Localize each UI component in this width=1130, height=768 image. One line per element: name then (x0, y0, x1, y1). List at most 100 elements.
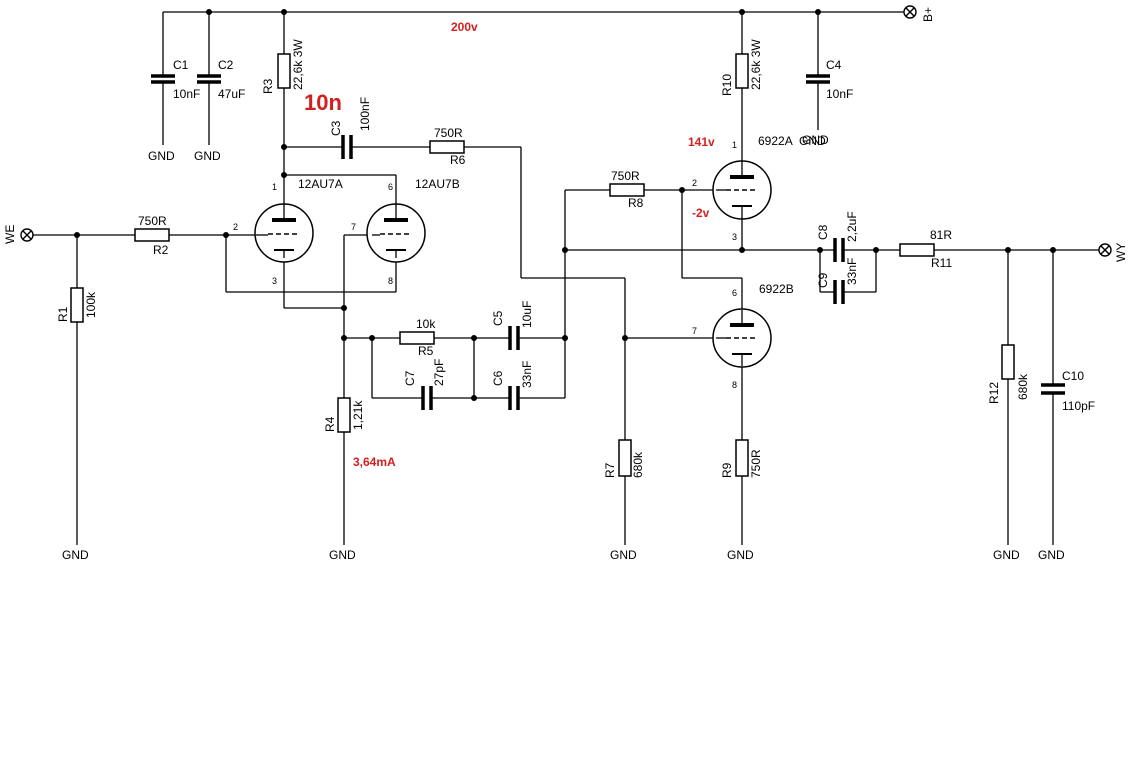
junctions (74, 9, 1056, 401)
c8-ref: C8 (816, 224, 830, 240)
c1-ref: C1 (173, 58, 189, 72)
output-connector (1098, 243, 1112, 257)
r12-value: 680k (1016, 373, 1030, 400)
pin-v1b-cathode: 8 (388, 276, 393, 286)
resistor-r7 (618, 439, 632, 477)
resistor-r4 (337, 397, 351, 433)
tube-v2b-label: 6922B (759, 282, 794, 296)
pin-v1b-grid: 7 (351, 222, 356, 232)
r11-ref: R11 (931, 256, 952, 270)
input-connector (20, 228, 34, 242)
r9-ref: R9 (720, 462, 734, 478)
c7-ref: C7 (403, 370, 417, 386)
resistor-r2 (134, 228, 170, 242)
capacitor-c7 (421, 386, 433, 410)
capacitor-c9 (833, 280, 845, 304)
tube-v2a-label: 6922A (758, 134, 793, 148)
resistor-r12 (1001, 344, 1015, 380)
capacitor-c4 (806, 74, 830, 84)
tube-v2a (712, 160, 772, 220)
r3-ref: R3 (261, 78, 275, 94)
b-plus-label: B+ (921, 7, 935, 22)
r2-ref: R2 (153, 243, 169, 257)
resistor-r8 (609, 183, 645, 197)
pin-v2b-grid: 7 (692, 326, 697, 336)
r7-value: 680k (631, 451, 645, 478)
r7-ref: R7 (603, 462, 617, 478)
pin-v1a-cathode: 3 (272, 276, 277, 286)
r3-value: 22,6k 3W (291, 39, 305, 90)
capacitor-c5 (508, 326, 520, 350)
pin-v1b-plate: 6 (388, 182, 393, 192)
r10-value: 22,6k 3W (749, 39, 763, 90)
r4-ref: R4 (323, 416, 337, 432)
r10-ref: R10 (720, 74, 734, 96)
c3-ref: C3 (329, 120, 343, 136)
gnd-label-c2: GND (194, 149, 221, 163)
supply-voltage-label: 200v (451, 20, 478, 34)
r9-value: 750R (749, 449, 763, 478)
resistor-r9 (735, 439, 749, 477)
resistor-r6 (429, 140, 465, 154)
c1-value: 10nF (173, 87, 200, 101)
capacitor-c6 (508, 386, 520, 410)
c6-value: 33nF (520, 361, 534, 388)
tube-v1b-label: 12AU7B (415, 177, 460, 191)
input-label: WE (3, 225, 17, 244)
pin-v2a-cathode: 3 (732, 232, 737, 242)
b-plus-connector (903, 5, 917, 19)
c9-ref: C9 (816, 272, 830, 288)
c3-note: 10n (304, 90, 342, 115)
capacitor-c8 (833, 238, 845, 262)
tube-v2b (712, 308, 772, 368)
c9-value: 33nF (845, 258, 859, 285)
cathode-current-label: 3,64mA (353, 455, 396, 469)
pin-v2b-plate: 6 (732, 288, 737, 298)
c5-ref: C5 (491, 310, 505, 326)
capacitor-c3 (341, 135, 353, 159)
capacitor-c1 (151, 74, 175, 84)
resistor-r3 (277, 53, 291, 89)
tube-v1b (366, 200, 426, 263)
r12-ref: R12 (987, 382, 1001, 404)
r11-value: 81R (930, 228, 952, 242)
pin-v2b-cathode: 8 (732, 380, 737, 390)
tube-v1a-label: 12AU7A (298, 177, 343, 191)
c5-value: 10uF (520, 301, 534, 328)
c8-value: 2,2uF (845, 211, 859, 242)
r2-value: 750R (138, 214, 167, 228)
grid-voltage-label: -2v (692, 206, 710, 220)
r1-value: 100k (84, 291, 98, 318)
r4-value: 1,21k (351, 400, 365, 430)
r5-value: 10k (416, 317, 436, 331)
r1-ref: R1 (56, 306, 70, 322)
pin-v2a-grid: 2 (692, 178, 697, 188)
c2-value: 47uF (218, 87, 245, 101)
c10-ref: C10 (1062, 369, 1084, 383)
gnd-label-c10: GND (1038, 548, 1065, 562)
resistor-r11 (899, 243, 935, 257)
r5-ref: R5 (418, 344, 434, 358)
pin-v1a-grid: 2 (233, 222, 238, 232)
c3-value: 100nF (358, 97, 372, 131)
pin-v1a-plate: 1 (272, 182, 277, 192)
gnd-label-c1: GND (148, 149, 175, 163)
c10-value: 110pF (1062, 399, 1095, 413)
resistor-r1 (70, 287, 84, 323)
resistor-r5 (399, 331, 435, 345)
gnd-label-r4: GND (329, 548, 356, 562)
gnd-label-c4: GND (802, 133, 829, 147)
resistor-r10 (735, 53, 749, 89)
output-label: WY (1114, 243, 1128, 262)
gnd-label-r1: GND (62, 548, 89, 562)
c2-ref: C2 (218, 58, 234, 72)
tube-v1a (254, 198, 314, 263)
c7-value: 27pF (432, 359, 446, 386)
capacitor-c2 (197, 74, 221, 84)
gnd-label-r12: GND (993, 548, 1020, 562)
gnd-label-r9: GND (727, 548, 754, 562)
capacitor-c10 (1041, 383, 1065, 395)
c6-ref: C6 (491, 370, 505, 386)
gnd-label-r7: GND (610, 548, 637, 562)
